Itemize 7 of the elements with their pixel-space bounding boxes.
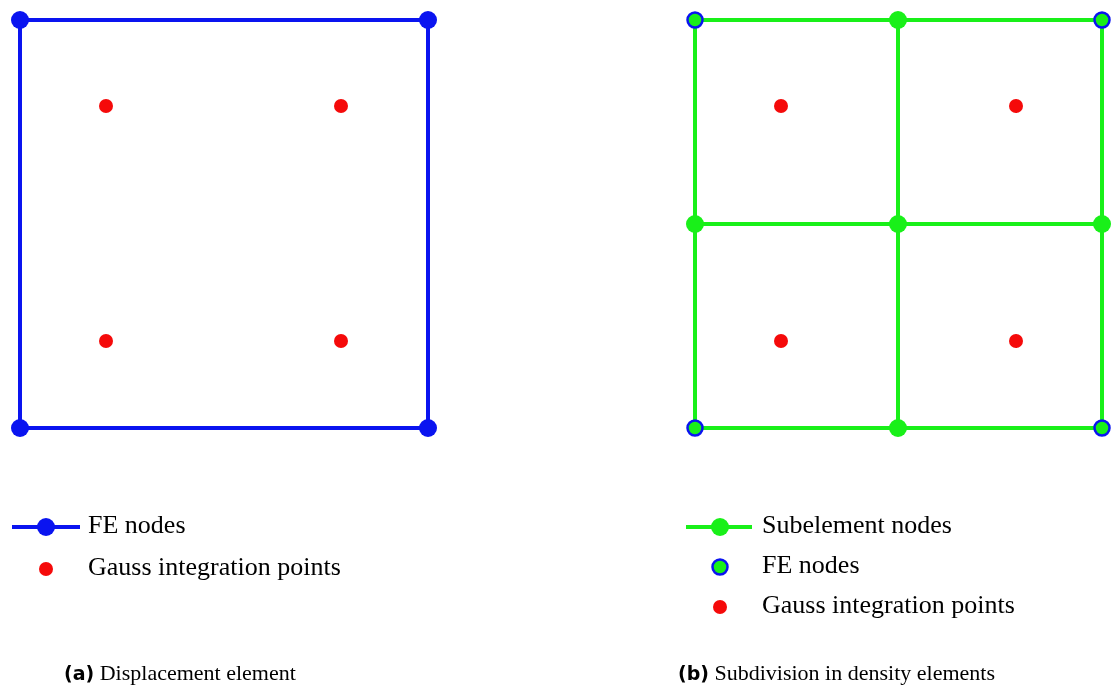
subfigure-caption: (a) Displacement element xyxy=(64,662,296,684)
legend-label: Subelement nodes xyxy=(762,512,952,538)
legend-label: Gauss integration points xyxy=(762,592,1015,618)
legend-label: FE nodes xyxy=(762,552,860,578)
legend-label: FE nodes xyxy=(88,512,186,538)
subfigure-caption: (b) Subdivision in density elements xyxy=(678,662,995,684)
legend-label: Gauss integration points xyxy=(88,554,341,580)
